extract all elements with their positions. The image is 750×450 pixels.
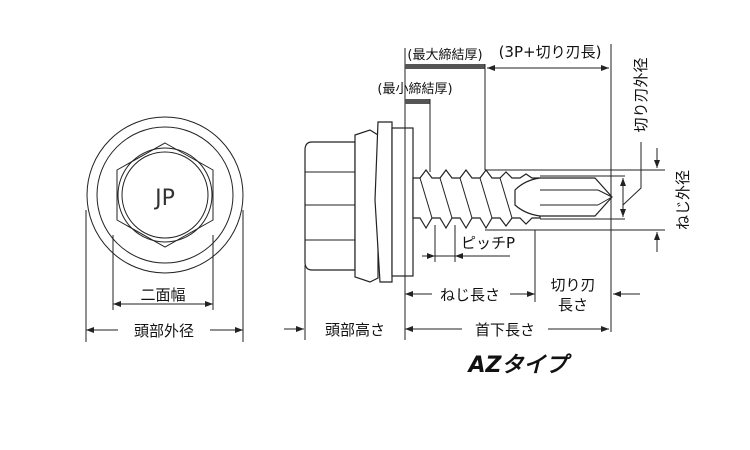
cutter-length-dimension: 切り刃 長さ [550,276,640,314]
hexagon-outline [116,142,214,248]
thread-diameter-label: ねじ外径 [674,170,692,230]
cutter-diameter-dimension: 切り刃外径 [540,57,650,220]
under-head-length-label: 首下長さ [475,321,535,339]
pitch-dimension: ピッチP [422,225,515,262]
thread-length-label: ねじ長さ [440,286,500,304]
head-diameter-dimension: 頭部外径 [85,210,244,342]
head-height-dimension: 頭部高さ [284,265,385,340]
min-thickness: (最小締結厚) [377,81,453,172]
pitch-label: ピッチP [461,234,515,252]
flat-width-dimension: 二面幅 [112,235,214,310]
min-thickness-label: (最小締結厚) [377,81,452,97]
thread-diameter-dimension: ねじ外径 [485,148,692,252]
type-title: AZタイプ [467,353,573,378]
drill-tip [514,177,613,217]
cutter-length-label-2: 長さ [558,296,588,314]
cutter-diameter-label: 切り刃外径 [632,57,650,132]
head-diameter-label: 頭部外径 [134,322,194,340]
max-thickness-label: (最大締結厚) [407,47,482,63]
under-head-length-dimension: 首下長さ [405,318,609,339]
head-mark: JP [153,186,175,211]
flat-width-label: 二面幅 [140,286,185,304]
three-p-dimension: (3P+切り刃長) [487,43,612,332]
cutter-length-label-1: 切り刃 [550,276,595,294]
screw-side-view [304,121,613,283]
head-height-label: 頭部高さ [325,321,385,339]
thread-length-dimension: ねじ長さ [405,230,536,304]
three-p-label: (3P+切り刃長) [499,43,602,61]
head-top-view: JP [86,116,244,274]
